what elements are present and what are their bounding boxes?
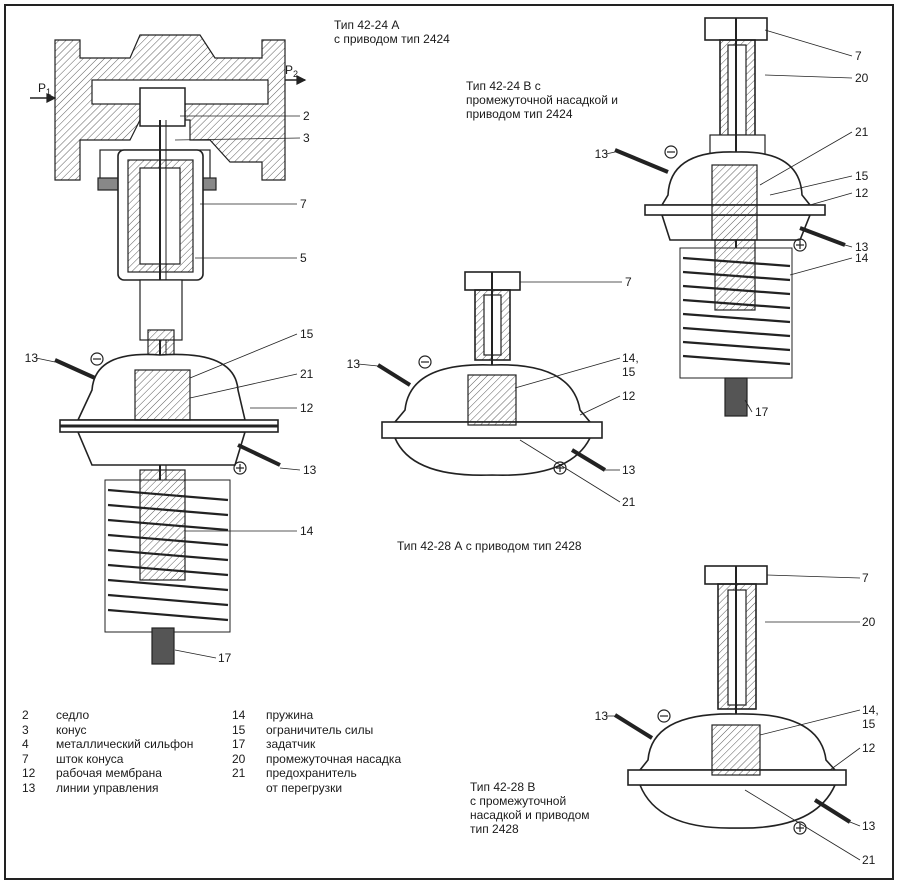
callout-leader-line xyxy=(579,395,621,416)
caption-42-28-b: Тип 42-28 В с промежуточной насадкой и п… xyxy=(470,780,590,836)
callout-label-d1: 12 xyxy=(300,401,314,415)
figure-frame xyxy=(4,4,894,880)
p1-label: P1 xyxy=(38,81,51,97)
callout-label-d1: 21 xyxy=(300,367,314,381)
callout-leader-line xyxy=(35,357,56,363)
callout-leader-line xyxy=(766,574,861,579)
callout-leader-line xyxy=(514,357,621,389)
callout-label-d4: 14,15 xyxy=(862,703,879,731)
valve-42-24-b-drawing xyxy=(614,17,846,417)
callout-leader-line xyxy=(174,649,217,659)
callout-label-d1: 3 xyxy=(303,131,310,145)
callout-leaders xyxy=(35,29,861,861)
callout-label-d4: 12 xyxy=(862,741,876,755)
callout-label-d2: 7 xyxy=(855,49,862,63)
callout-label-d2: 20 xyxy=(855,71,869,85)
valve-42-28-a-drawing xyxy=(376,271,607,476)
valve-42-28-b-drawing xyxy=(613,565,852,835)
callout-label-d4: 7 xyxy=(862,571,869,585)
callout-label-d2: 13 xyxy=(595,147,609,161)
callout-label-d2: 14 xyxy=(855,251,869,265)
callout-label-d4: 13 xyxy=(595,709,609,723)
pressure-labels: P1 P2 xyxy=(38,63,298,97)
caption-42-24-a: Тип 42-24 А с приводом тип 2424 xyxy=(334,18,450,46)
caption-42-28-a: Тип 42-28 А с приводом тип 2428 xyxy=(397,539,582,553)
callout-leader-line xyxy=(759,131,853,186)
callout-label-d2: 21 xyxy=(855,125,869,139)
callout-label-d3: 14,15 xyxy=(622,351,639,379)
callout-leader-line xyxy=(759,709,861,736)
callout-label-d2: 17 xyxy=(755,405,769,419)
callout-leader-line xyxy=(764,74,853,79)
callout-label-d3: 7 xyxy=(625,275,632,289)
callout-label-d4: 13 xyxy=(862,819,876,833)
callout-label-d1: 15 xyxy=(300,327,314,341)
callout-leader-line xyxy=(519,439,621,503)
callout-leader-line xyxy=(279,467,301,471)
callout-leader-line xyxy=(844,244,853,248)
callout-leader-line xyxy=(769,175,853,196)
callout-label-d4: 20 xyxy=(862,615,876,629)
callout-label-d1: 17 xyxy=(218,651,232,665)
callout-leader-line xyxy=(849,821,861,827)
callout-label-d3: 13 xyxy=(347,357,361,371)
callout-leader-line xyxy=(174,137,301,141)
callout-label-d1: 5 xyxy=(300,251,307,265)
callout-label-d2: 15 xyxy=(855,169,869,183)
callout-label-d1: 2 xyxy=(303,109,310,123)
callout-leader-line xyxy=(744,789,861,861)
callout-leader-line xyxy=(829,747,861,771)
valve-42-24-a-drawing xyxy=(30,34,307,665)
callout-label-d3: 12 xyxy=(622,389,636,403)
callout-leader-line xyxy=(789,257,853,276)
callout-leader-line xyxy=(605,151,616,155)
callout-label-d3: 13 xyxy=(622,463,636,477)
p2-label: P2 xyxy=(285,63,298,79)
callout-label-d3: 21 xyxy=(622,495,636,509)
callout-leader-line xyxy=(357,363,379,367)
callout-label-d4: 21 xyxy=(862,853,876,867)
callout-leader-line xyxy=(764,29,853,57)
callout-leader-line xyxy=(809,192,853,206)
callout-leader-line xyxy=(189,333,298,379)
callout-label-d1: 7 xyxy=(300,197,307,211)
callout-label-d2: 12 xyxy=(855,186,869,200)
callout-leader-line xyxy=(744,399,753,413)
callout-leader-line xyxy=(189,373,298,399)
callout-label-d1: 14 xyxy=(300,524,314,538)
callout-label-d1: 13 xyxy=(25,351,39,365)
caption-42-24-b: Тип 42-24 В с промежуточной насадкой и п… xyxy=(466,79,618,121)
callout-label-d2: 13 xyxy=(855,240,869,254)
callout-label-d1: 13 xyxy=(303,463,317,477)
